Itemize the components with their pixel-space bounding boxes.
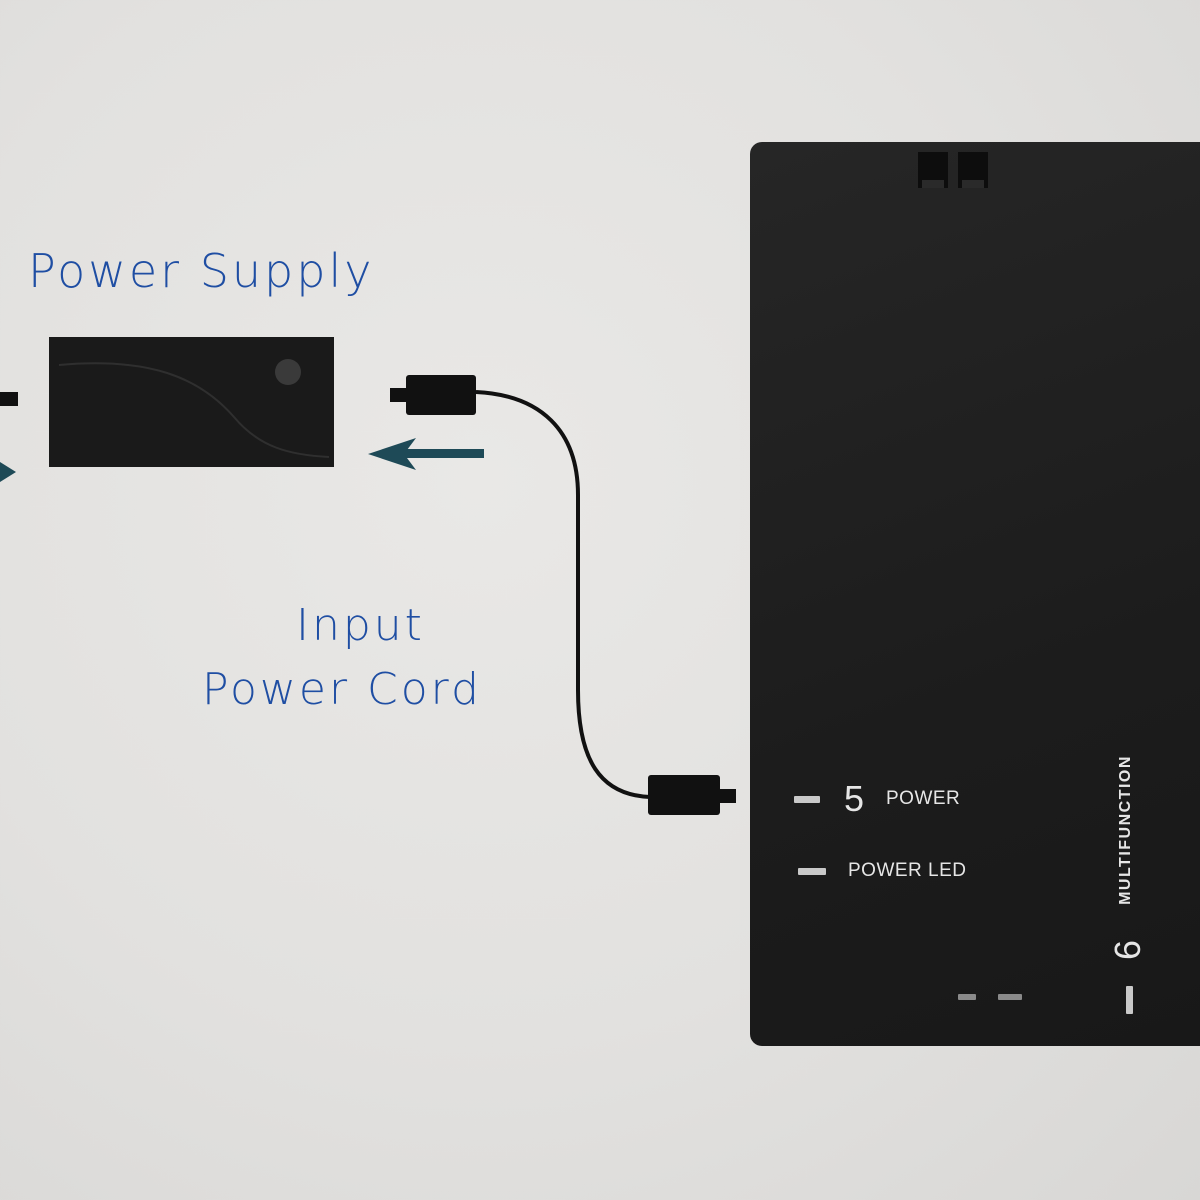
arrow-left-icon	[368, 438, 484, 470]
power-led-marker	[798, 868, 826, 875]
multifunction-port-number: 6	[1107, 939, 1148, 961]
power-supply-unit	[49, 337, 334, 467]
bottom-port-marker-right	[998, 994, 1022, 1000]
power-led-label: POWER LED	[848, 860, 967, 881]
power-port-marker	[794, 796, 820, 803]
power-cord-cable	[475, 390, 651, 799]
cord-bottom-connector	[648, 775, 736, 815]
cord-top-connector	[390, 375, 476, 415]
power-supply-cable-outline	[58, 362, 330, 458]
left-plug-stub	[0, 392, 18, 406]
power-supply-title: Power Supply	[28, 244, 375, 298]
multifunction-port-marker	[1126, 986, 1133, 1014]
power-port-label: POWER	[886, 788, 961, 809]
device-top-notch	[918, 152, 988, 188]
power-port-number: 5	[844, 778, 865, 819]
input-label: Input	[296, 600, 425, 651]
multifunction-label: MULTIFUNCTION	[1117, 755, 1134, 905]
power-cord-label: Power Cord	[202, 664, 482, 715]
power-supply-indicator	[275, 359, 301, 385]
device-panel	[750, 142, 1200, 1046]
bottom-port-marker-left	[958, 994, 976, 1000]
left-arrow-fragment	[0, 462, 16, 482]
